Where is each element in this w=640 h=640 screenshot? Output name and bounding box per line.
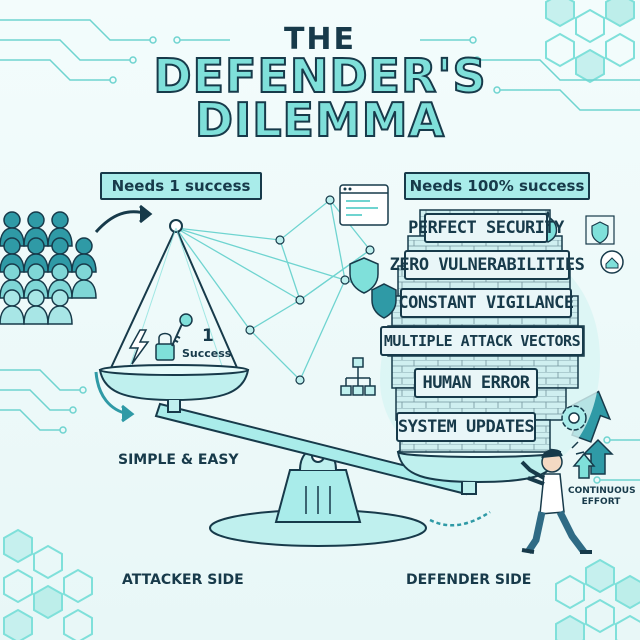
- arrow-simple: [94, 371, 135, 423]
- shield-icon: [349, 257, 379, 294]
- arrow-to-defender: [429, 510, 491, 527]
- shield-icon-top-right: [585, 215, 615, 245]
- lightning-icon: [128, 329, 150, 365]
- title-line-3: DILEMMA: [194, 93, 446, 147]
- hexagon-decor-top-right: [545, 0, 635, 84]
- gear-icon: [561, 405, 587, 431]
- burden-plate: HUMAN ERROR: [414, 368, 538, 398]
- title-line-1: THE: [283, 22, 357, 57]
- burden-plate: CONSTANT VIGILANCE: [398, 288, 574, 318]
- shield-icon-tower: [371, 283, 397, 319]
- browser-window-icon: [339, 184, 389, 226]
- padlock-icon: [155, 332, 175, 361]
- burden-plate: SYSTEM UPDATES: [396, 412, 536, 442]
- burden-plate: PERFECT SECURITY: [408, 213, 564, 243]
- burden-plate: MULTIPLE ATTACK VECTORS: [380, 326, 584, 356]
- defender-ribbon: Needs 100% success: [404, 172, 590, 200]
- circuit-decor: [0, 19, 640, 484]
- key-icon: [171, 313, 193, 347]
- attacker-pan: [98, 219, 250, 413]
- pan-count: 1: [202, 326, 214, 346]
- attacker-ribbon: Needs 1 success: [100, 172, 262, 200]
- attacker-side-label: ATTACKER SIDE: [122, 572, 244, 588]
- crowd-icon: [0, 211, 97, 325]
- effort-note: CONTINUOUS EFFORT: [568, 486, 636, 507]
- burden-plate: ZERO VULNERABILITIES: [390, 250, 585, 280]
- attacker-note: SIMPLE & EASY: [118, 452, 239, 468]
- defender-pan: [396, 446, 562, 495]
- network-icon: [340, 357, 376, 396]
- person-icon: [520, 441, 592, 555]
- hexagon-decor-bottom-right: [555, 558, 640, 640]
- hexagon-decor-bottom-left: [3, 528, 93, 640]
- pan-label: Success: [182, 347, 232, 360]
- title-line-2: DEFENDER'S: [152, 49, 487, 103]
- arrow-crowd-to-scale: [94, 204, 153, 233]
- defender-side-label: DEFENDER SIDE: [406, 572, 532, 588]
- shield-icon-right: [600, 250, 624, 274]
